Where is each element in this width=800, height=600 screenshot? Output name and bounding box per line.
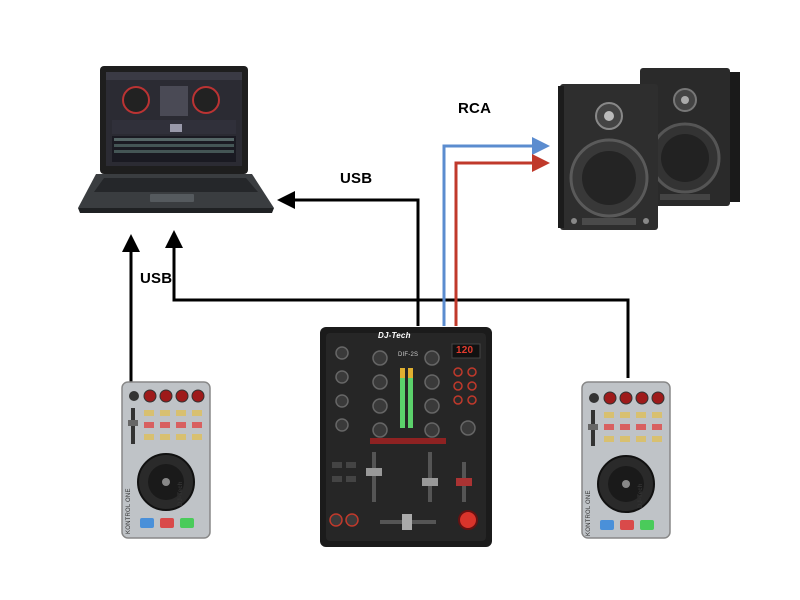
rca-label: RCA (458, 100, 492, 117)
right-controller-brand: DJ-Tech (638, 483, 644, 508)
speaker-left (558, 84, 658, 230)
mixer-bpm-display: 120 (456, 345, 474, 356)
left-controller-brand: DJ-Tech (178, 481, 184, 506)
mixer-brand-label: DJ-Tech (378, 331, 411, 340)
right-controller-model: KONTROL ONE (586, 490, 592, 536)
usb-label-controller: USB (140, 270, 173, 287)
usb-cable-mixer-laptop (277, 191, 420, 326)
usb-label-laptop: USB (340, 170, 373, 187)
speaker-right (640, 68, 740, 206)
rca-cable-red (454, 154, 550, 326)
mixer-model-label: DIF-2S (398, 352, 419, 358)
usb-cable-right-controller (165, 230, 630, 378)
left-controller-model: KONTROL ONE (126, 488, 132, 534)
rca-cable-blue (442, 137, 550, 326)
controller-left (121, 381, 211, 539)
controller-right (581, 381, 671, 539)
